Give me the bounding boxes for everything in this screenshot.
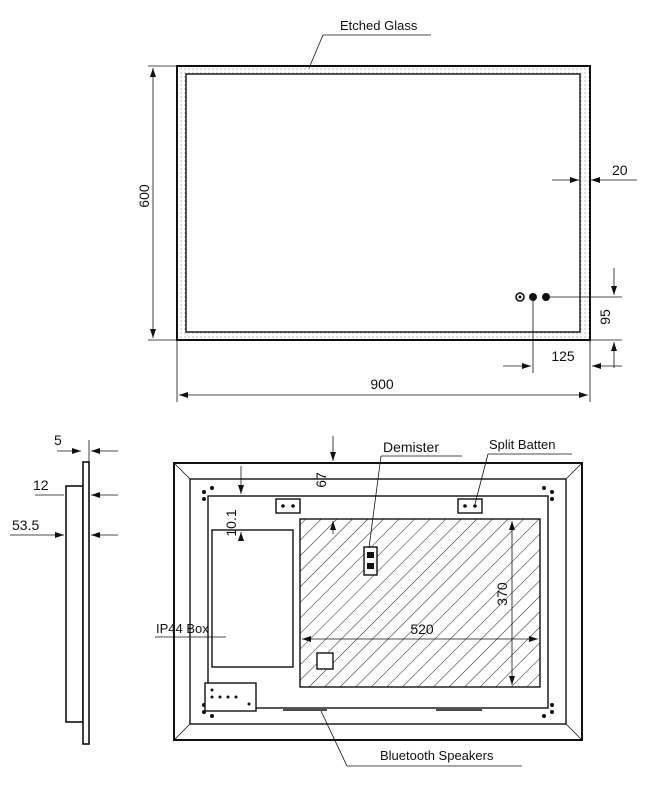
demister-leader [368,455,382,549]
switch-x-dimension-text: 125 [551,348,575,364]
mirror-glass-area [185,73,581,333]
front-view: Etched Glass 600 900 20 95 125 [136,18,637,402]
demister-label: Demister [383,439,439,455]
demister-connector [363,546,378,576]
split-batten-right [457,498,483,514]
demister-pad [299,518,541,688]
depth-dimension-12-text: 12 [33,477,49,493]
etched-glass-leader [308,34,324,69]
border-dimension-text: 20 [612,162,628,178]
box-offset-dimension-text: 10.1 [223,509,239,536]
side-profile-body [65,485,84,723]
split-batten-left [275,498,301,514]
demister-square [316,652,334,670]
side-profile-glass [82,461,90,745]
bluetooth-leader [320,710,348,767]
rear-frame-inner [207,495,549,709]
height-dimension-text: 600 [136,184,152,208]
corner-screws [202,486,554,718]
top-offset-dimension-text: 67 [313,472,329,488]
rear-view: IP44 Box Demister Split Batten 67 [155,436,583,767]
side-view: 5 12 53.5 [10,432,118,745]
switch-2-icon [529,293,537,301]
switch-y-dimension-text: 95 [597,309,613,325]
split-batten-label: Split Batten [489,437,556,452]
ip44-box-label: IP44 Box [156,621,209,636]
etched-glass-label: Etched Glass [340,18,418,33]
bluetooth-speakers-label: Bluetooth Speakers [380,748,494,763]
ip44-box [211,529,294,668]
touch-switches [515,292,550,302]
depth-dimension-5-text: 5 [54,432,62,448]
demister-width-dimension-text: 520 [410,621,434,637]
demister-height-dimension-text: 370 [494,582,510,606]
depth-dimension-53-5-text: 53.5 [12,517,39,533]
width-dimension-text: 900 [370,376,394,392]
split-batten-leader [474,453,489,505]
switch-3-icon [542,293,550,301]
